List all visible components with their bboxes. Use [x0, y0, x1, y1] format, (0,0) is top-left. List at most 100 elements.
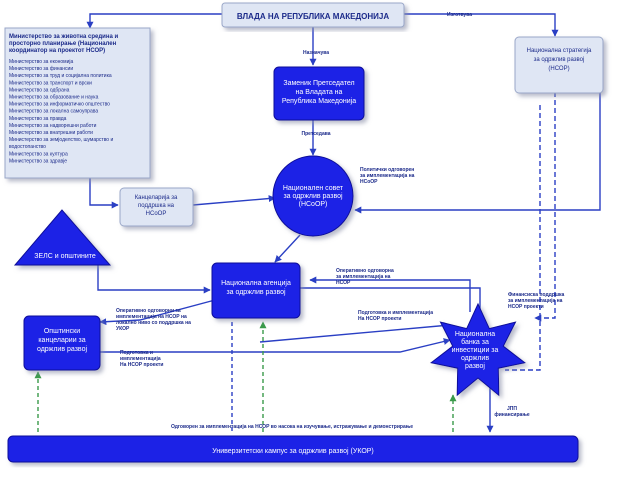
- edge-agency-bank-2: [259, 322, 451, 343]
- edge-municipal-bank: [100, 338, 451, 353]
- label-nominates: Назначува: [303, 50, 329, 56]
- ministry-item: водостопанство: [9, 144, 46, 150]
- office-line: поддршка на: [138, 203, 175, 209]
- office-line: Канцеларија за: [135, 195, 178, 201]
- office-line: НСоОР: [146, 211, 167, 217]
- office-support-label: Канцеларија за поддршка на НСоОР: [135, 195, 178, 217]
- bank-line: инвестиции за: [452, 347, 499, 354]
- ministry-item: Министерство за финансии: [9, 66, 73, 72]
- op-agency-line: за имплементација на: [336, 274, 391, 280]
- op-local-line: Оперативно одговорни за: [116, 308, 181, 314]
- municipal-line: Општински: [44, 328, 80, 335]
- political-line: Политички одговорен: [360, 167, 414, 173]
- ministry-item: Министерство за образование и наука: [9, 95, 99, 101]
- edge-gov-ministry: [86, 13, 222, 29]
- national-agency-label: Национална агенција за одржлив развој: [221, 280, 291, 296]
- council-line: (НСоОР): [299, 201, 328, 208]
- university-node: Универзитетски кампус за одржлив развој …: [7, 435, 579, 463]
- financial-line: Финансиска поддршка: [508, 292, 565, 298]
- financial-line: за имплементација на: [508, 298, 563, 304]
- edge-strategy-bank: [534, 92, 556, 322]
- ministry-item: Министерство за земјоделство, шумарство …: [9, 137, 113, 143]
- ministry-item: Министерство за надворешни работи: [9, 123, 97, 129]
- bank-line: банка за: [461, 338, 489, 346]
- ministry-item: Министерство за внатрешни работи: [9, 130, 93, 136]
- op-agency-line: Оперативно одговорна: [336, 268, 394, 274]
- connectors: [34, 13, 601, 433]
- edge-council-agency: [274, 234, 301, 263]
- label-prepares: Изготвува: [447, 12, 472, 18]
- edge-ministry-office: [89, 178, 119, 209]
- op-local-line: имплементација на НСОР на: [116, 314, 187, 320]
- bank-line: Национална: [455, 331, 495, 338]
- council-line: за одржлив развој: [283, 193, 343, 200]
- university-label: Универзитетски кампус за одржлив развој …: [212, 448, 374, 455]
- strategy-line: за одржлив развој: [534, 57, 585, 63]
- prep-nsor-line: На НСОР проекти: [358, 316, 401, 322]
- ministry-item: Министерство за труд и социјална политик…: [9, 73, 112, 79]
- ppp-line: ЈПП: [507, 406, 517, 412]
- ministry-env-label: Министерство за животна средина ипростор…: [9, 34, 118, 54]
- ministry-item: Министерство за економија: [9, 59, 74, 65]
- ministry-item: Министерство за локална самоуправа: [9, 109, 98, 115]
- bank-line: развој: [465, 363, 485, 370]
- ministry-env-line: координатор на проектот НСОР): [9, 48, 105, 54]
- council-line: Национален совет: [283, 185, 344, 192]
- label-chairs: Претседава: [301, 131, 330, 137]
- office-support-node: Канцеларија за поддршка на НСоОР: [119, 187, 194, 227]
- prep-local-line: Подготовка и: [120, 350, 153, 356]
- ministry-item: Министерство за култура: [9, 151, 68, 157]
- municipal-line: одржлив развој: [37, 346, 88, 353]
- government-label: ВЛАДА НА РЕПУБЛИКА МАКЕДОНИЈА: [237, 12, 389, 21]
- deputy-pm-line: Заменик Претседател: [283, 80, 354, 87]
- national-agency-node: Национална агенција за одржлив развој: [211, 262, 301, 319]
- edge-right-council: [354, 92, 601, 214]
- strategy-line: (НСОР): [548, 66, 569, 72]
- agency-line: за одржлив развој: [226, 289, 286, 296]
- edge-bank-agency: [309, 276, 471, 312]
- zels-label: ЗЕЛС и општините: [34, 253, 96, 260]
- agency-line: Национална агенција: [221, 280, 291, 287]
- ministry-item: Министерство за информатичко општество: [9, 102, 110, 108]
- ministry-env-line: просторно планирање (Национален: [9, 41, 117, 47]
- bank-line: одржлив: [461, 355, 489, 362]
- prep-local-line: имплементација: [120, 356, 161, 362]
- label-university-resp: Одговорен за имплементација на НСОР во н…: [171, 424, 413, 430]
- ministry-item: Министерство за одбрана: [9, 87, 70, 93]
- op-local-line: УКОР: [116, 326, 130, 332]
- edge-strategy-dash2: [505, 105, 541, 371]
- ministry-item: Министерство за здравје: [9, 158, 67, 164]
- municipal-line: канцеларии за: [38, 337, 85, 344]
- prep-local-line: На НСОР проекти: [120, 362, 163, 368]
- edge-agency-municipal: [99, 299, 216, 326]
- ministry-item: Министерство за правда: [9, 116, 67, 122]
- prep-nsor-line: Подготовка и имплементација: [358, 310, 433, 316]
- ministry-node: Министерство за животна средина ипростор…: [4, 27, 151, 179]
- edge-gov-strategy: [404, 13, 559, 37]
- deputy-pm-line: Република Македонија: [282, 97, 356, 105]
- ministry-item: Министерство за транспорт и врски: [9, 80, 92, 86]
- zels-node: ЗЕЛС и општините: [13, 209, 112, 266]
- government-node: ВЛАДА НА РЕПУБЛИКА МАКЕДОНИЈА: [221, 2, 405, 28]
- financial-line: НСОР проекти: [508, 304, 544, 310]
- op-agency-line: НСОР: [336, 280, 351, 286]
- op-local-line: локално ниво со поддршка на: [116, 320, 191, 326]
- edge-office-council: [192, 195, 276, 206]
